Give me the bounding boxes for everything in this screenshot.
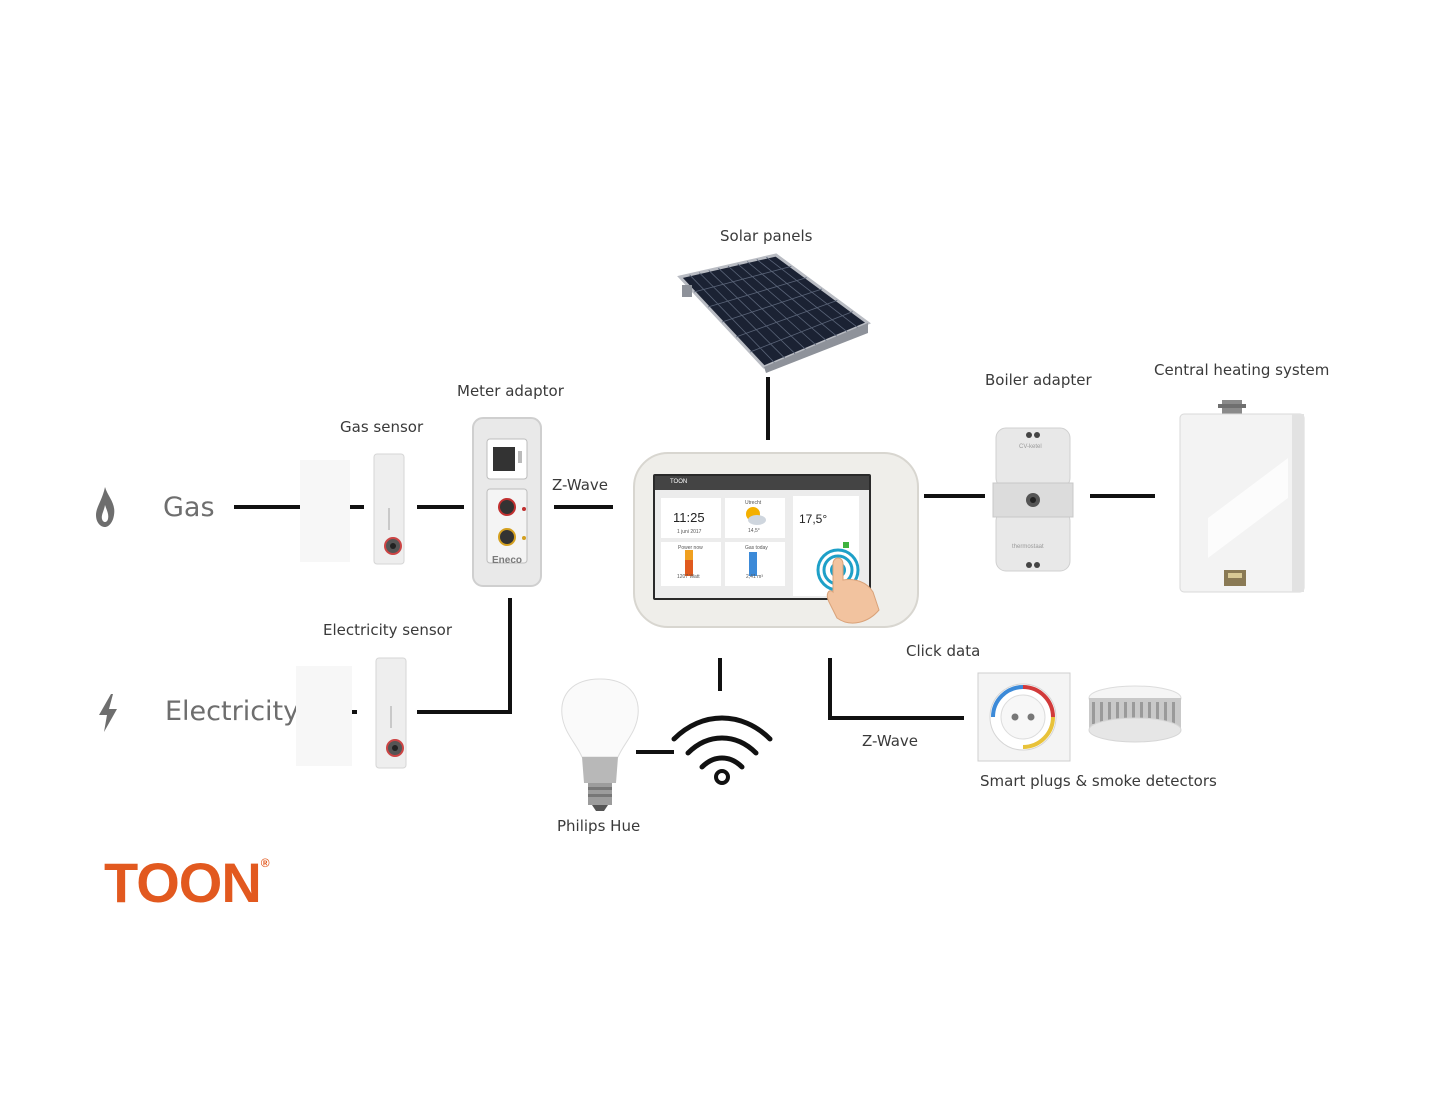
meter-adaptor-label: Meter adaptor [457,382,564,400]
gas-sensor-to-meter-line [417,505,464,509]
solar-to-toon-line [766,377,770,440]
toon-logo-registered: ® [261,856,269,870]
boiler-adapter-top-text: CV-ketel [1019,444,1042,450]
electricity-sensor-label: Electricity sensor [323,621,452,639]
gas-label: Gas [163,492,215,523]
electricity-sensor-line-v [508,598,512,714]
click-data-label: Click data [906,642,980,660]
toon-weather: 14,5° [748,528,760,534]
toon-gas-label: Gas today [745,545,768,551]
philips-hue-bulb [558,677,642,813]
central-heating-label: Central heating system [1154,361,1329,379]
toon-power: 1207 Watt [677,574,700,580]
toon-screen-brand: TOON [670,479,687,485]
smoke-detector-device [1082,684,1188,748]
boiler-adapter-bottom-text: thermostaat [1012,544,1044,550]
solar-panels-label: Solar panels [720,227,812,245]
toon-time: 11:25 [673,510,705,525]
smart-plugs-label: Smart plugs & smoke detectors [980,772,1217,790]
flame-icon [94,487,116,527]
philips-hue-label: Philips Hue [557,817,640,835]
toon-gas: 2,41 m³ [746,574,763,580]
gas-sensor-device [300,452,410,568]
z-wave-label-bottom: Z-Wave [862,732,918,750]
toon-to-wifi-line [718,658,722,691]
electricity-label: Electricity [165,696,299,727]
z-wave-label-top: Z-Wave [552,476,608,494]
boiler-adapter-label: Boiler adapter [985,371,1092,389]
smart-plug-device [977,672,1072,762]
toon-temperature: 17,5° [799,512,827,526]
toon-to-boiler-adapter-line [924,494,985,498]
meter-to-toon-line [554,505,613,509]
lightning-icon [97,694,119,732]
toon-logo-text: TOON [104,851,261,914]
toon-power-label: Power now [678,545,703,551]
toon-weather-label: Utrecht [745,500,761,506]
solar-panel-device [676,255,872,373]
electricity-sensor-line-h [417,710,512,714]
central-heating-device [1168,398,1308,596]
electricity-sensor-device [296,656,410,770]
toon-to-zwave-line-h [828,716,964,720]
toon-logo: TOON® [104,850,269,915]
toon-date: 1 juni 2017 [677,529,701,535]
gas-sensor-label: Gas sensor [340,418,423,436]
toon-to-zwave-line-v [828,658,832,720]
boiler-adapter-to-heating-line [1090,494,1155,498]
meter-brand: Eneco [492,555,522,566]
wifi-icon [670,705,774,789]
